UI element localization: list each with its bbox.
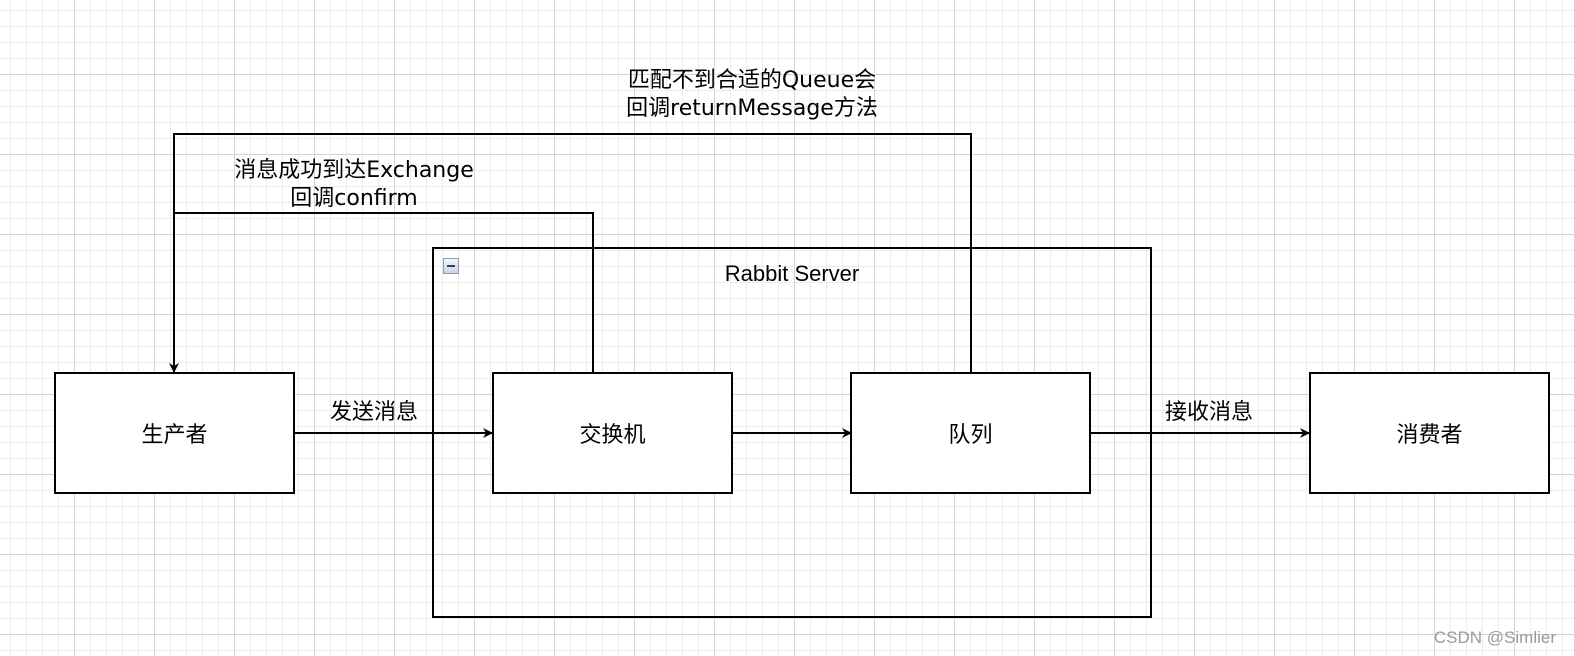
producer-label: 生产者: [141, 423, 208, 448]
edge-confirm-callback: [174, 212, 594, 373]
queue-label: 队列: [948, 423, 993, 448]
confirm-label-line1: 消息成功到达Exchange: [234, 158, 474, 183]
return-callback-label: 匹配不到合适的Queue会 回调returnMessage方法: [592, 67, 912, 123]
receive-label: 接收消息: [1164, 400, 1253, 425]
send-label: 发送消息: [329, 400, 418, 425]
container-title: Rabbit Server: [724, 261, 860, 286]
confirm-label-line2: 回调confirm: [290, 186, 418, 211]
confirm-callback-label: 消息成功到达Exchange 回调confirm: [214, 157, 494, 213]
producer-node[interactable]: 生产者: [54, 372, 295, 494]
exchange-label: 交换机: [579, 423, 646, 448]
return-label-line1: 匹配不到合适的Queue会: [627, 68, 877, 93]
edge-return-callback: [169, 133, 972, 373]
consumer-label: 消费者: [1396, 423, 1463, 448]
return-label-line2: 回调returnMessage方法: [626, 96, 878, 121]
exchange-node[interactable]: 交换机: [492, 372, 733, 494]
consumer-node[interactable]: 消费者: [1309, 372, 1550, 494]
collapse-icon[interactable]: [443, 258, 459, 274]
watermark: CSDN @Simlier: [1433, 628, 1556, 647]
queue-node[interactable]: 队列: [850, 372, 1091, 494]
